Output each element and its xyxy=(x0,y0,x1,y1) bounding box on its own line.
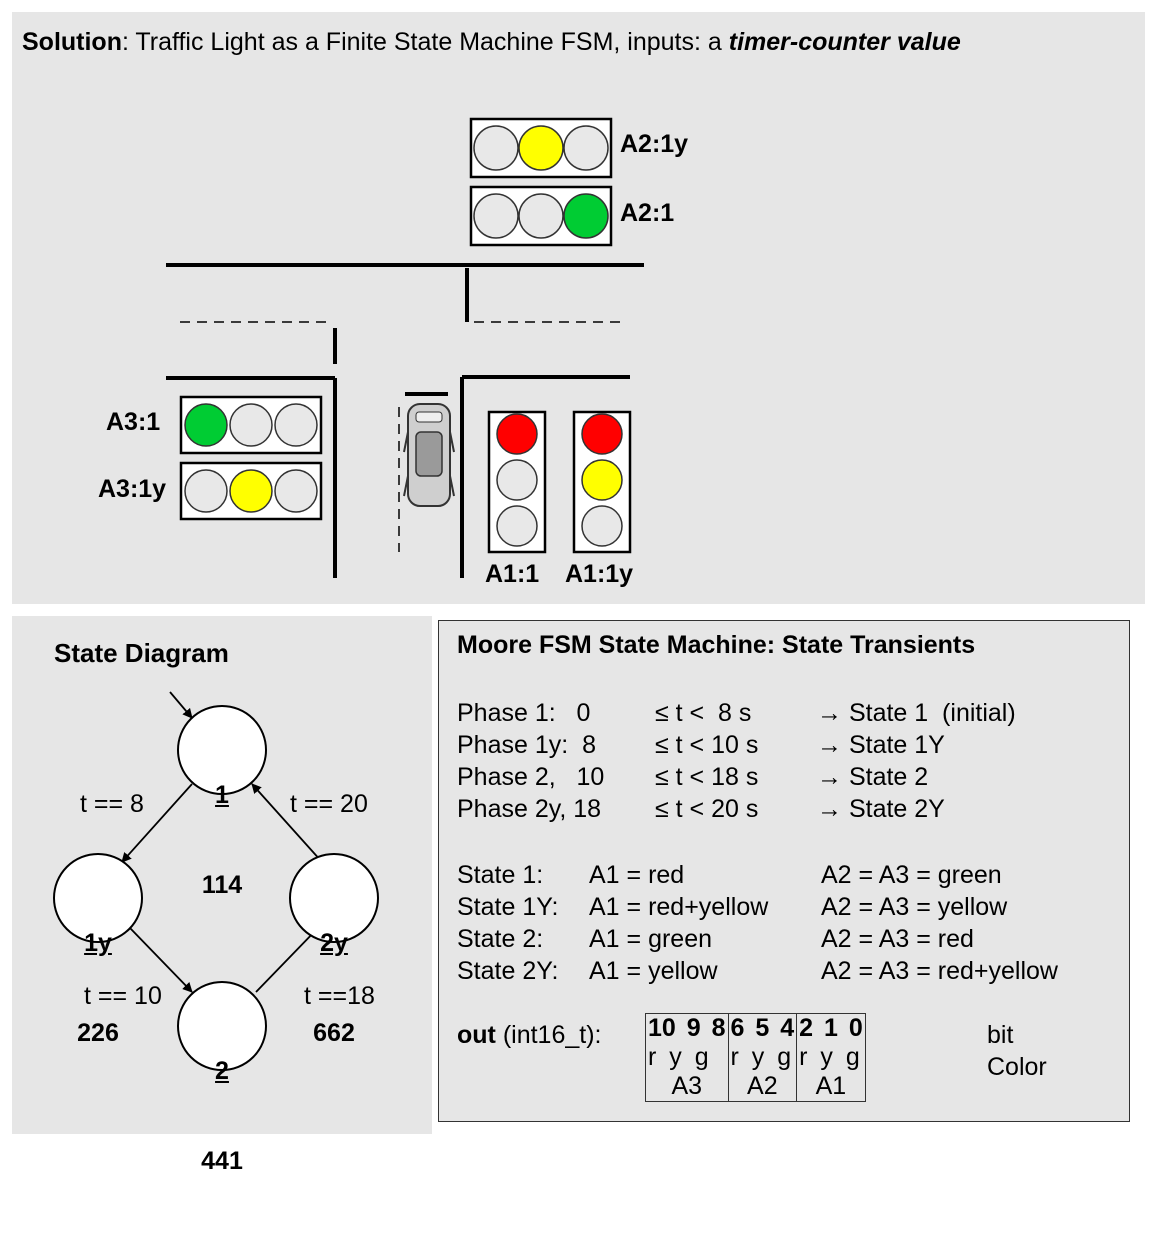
node-s1y xyxy=(53,853,143,943)
node-s2-label: 2 441 xyxy=(178,996,266,1236)
node-s1y-name: 1y xyxy=(84,929,112,957)
node-s2 xyxy=(177,981,267,1071)
colors-a3: r y g xyxy=(645,1043,729,1072)
road-lines xyxy=(166,263,644,578)
phase-row: Phase 1: 0 ≤ t < 8 s → State 1 (initial) xyxy=(457,699,1016,727)
page-title: Solution: Traffic Light as a Finite Stat… xyxy=(22,28,961,56)
traffic-light-a2-1 xyxy=(469,185,613,247)
group-a1: A1 xyxy=(796,1072,866,1102)
transients-panel: Moore FSM State Machine: State Transient… xyxy=(438,620,1130,1122)
edge-label-t20: t == 20 xyxy=(290,790,368,818)
edge-label-t8: t == 8 xyxy=(80,790,144,818)
bit-label: bit xyxy=(987,1021,1014,1049)
state-row: State 2Y: A1 = yellow A2 = A3 = red+yell… xyxy=(457,957,1058,985)
bits-a3: 10 9 8 xyxy=(645,1013,729,1043)
group-a2: A2 xyxy=(727,1072,798,1102)
label-a2-1y: A2:1y xyxy=(620,130,689,158)
edge-label-t18: t ==18 xyxy=(304,982,375,1010)
group-a3: A3 xyxy=(645,1072,729,1102)
bits-a1: 2 1 0 xyxy=(796,1013,866,1043)
state-diagram-title: State Diagram xyxy=(54,638,229,668)
traffic-light-a3-1y xyxy=(179,461,323,521)
initial-arrow xyxy=(169,691,193,719)
node-s1-label: 1 114 xyxy=(178,720,266,960)
edge-s2y-s1 xyxy=(251,783,323,863)
node-s2-name: 2 xyxy=(215,1057,229,1085)
edge-label-t10: t == 10 xyxy=(84,982,162,1010)
transients-title: Moore FSM State Machine: State Transient… xyxy=(457,631,976,659)
label-a2-1: A2:1 xyxy=(620,199,675,227)
phase-row: Phase 1y: 8 ≤ t < 10 s → State 1Y xyxy=(457,731,945,759)
state-diagram-panel: State Diagram 1 114 1y 226 2 441 xyxy=(12,616,432,1175)
label-a1-1: A1:1 xyxy=(485,560,540,588)
traffic-light-a1-1 xyxy=(487,410,547,554)
label-a3-1y: A3:1y xyxy=(98,475,167,503)
node-s1-name: 1 xyxy=(215,781,229,809)
color-label: Color xyxy=(987,1053,1047,1081)
intersection-drawing xyxy=(166,117,644,578)
intersection-panel: Solution: Traffic Light as a Finite Stat… xyxy=(12,12,1145,604)
node-s2y-label: 2y 662 xyxy=(290,868,378,1108)
state-row: State 1Y: A1 = red+yellow A2 = A3 = yell… xyxy=(457,893,1008,921)
traffic-light-a3-1 xyxy=(179,395,323,455)
node-s2-value: 441 xyxy=(201,1147,243,1175)
node-s1y-label: 1y 226 xyxy=(54,868,142,1108)
edge-s1-s1y xyxy=(121,783,193,863)
phase-row: Phase 2y, 18 ≤ t < 20 s → State 2Y xyxy=(457,795,945,823)
edge-s1y-s2 xyxy=(129,927,193,993)
node-s1 xyxy=(177,705,267,795)
node-s2y xyxy=(289,853,379,943)
edge-s2-s2y xyxy=(255,927,319,993)
phase-row: Phase 2, 10 ≤ t < 18 s → State 2 xyxy=(457,763,929,791)
phase-list: Phase 1: 0 ≤ t < 8 s → State 1 (initial)… xyxy=(457,697,1117,825)
state-diagram xyxy=(53,691,379,1071)
label-a3-1: A3:1 xyxy=(106,408,161,436)
bit-table: 10 9 8 6 5 4 2 1 0 r y g r y g r y g A3 … xyxy=(645,1013,866,1102)
state-row: State 2: A1 = green A2 = A3 = red xyxy=(457,925,974,953)
out-label: out (int16_t): xyxy=(457,1021,602,1049)
node-s1-value: 114 xyxy=(201,871,243,899)
colors-a1: r y g xyxy=(796,1043,866,1072)
traffic-light-a1-1y xyxy=(572,410,632,554)
state-row: State 1: A1 = red A2 = A3 = green xyxy=(457,861,1002,889)
node-s1y-value: 226 xyxy=(77,1019,119,1047)
bits-a2: 6 5 4 xyxy=(727,1013,798,1043)
lane-markings xyxy=(180,321,624,552)
state-list: State 1: A1 = red A2 = A3 = green State … xyxy=(457,859,1117,987)
colors-a2: r y g xyxy=(727,1043,798,1072)
label-a1-1y: A1:1y xyxy=(565,560,634,588)
traffic-light-a2-1y xyxy=(469,117,613,179)
node-s2y-name: 2y xyxy=(320,929,348,957)
node-s2y-value: 662 xyxy=(313,1019,355,1047)
car-icon xyxy=(403,403,455,507)
